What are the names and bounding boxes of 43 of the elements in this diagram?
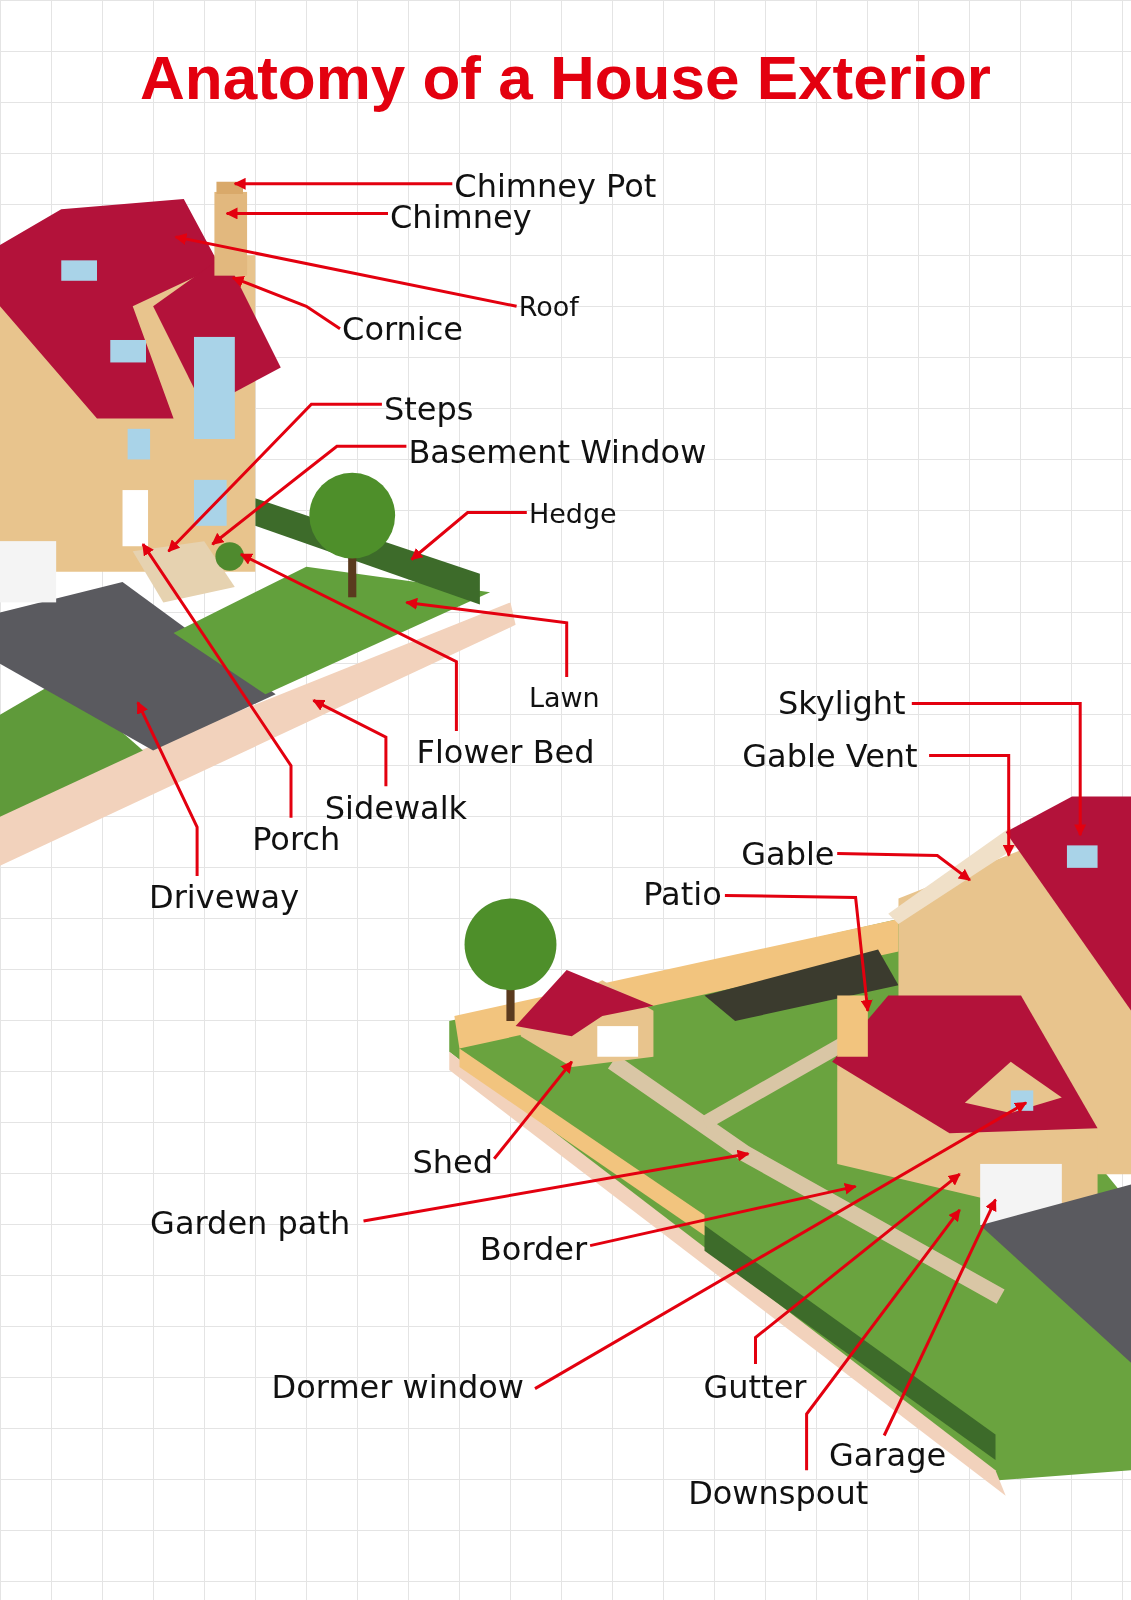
part-label: Patio xyxy=(643,874,722,915)
leader-line xyxy=(174,233,517,308)
part-label: Skylight xyxy=(778,683,906,724)
leader-line xyxy=(363,1149,750,1223)
title: Anatomy of a House Exterior xyxy=(139,42,992,113)
leader-line xyxy=(141,543,293,818)
leader-line xyxy=(225,207,388,220)
part-label: Porch xyxy=(252,819,341,860)
part-label: Roof xyxy=(518,287,579,328)
part-label: Basement Window xyxy=(408,432,707,473)
part-label: Gutter xyxy=(703,1366,807,1407)
part-label: Garden path xyxy=(150,1203,351,1244)
leader-line xyxy=(233,177,453,190)
part-label: Border xyxy=(479,1228,588,1269)
leader-line xyxy=(534,1101,1028,1390)
leader-line xyxy=(805,1208,961,1471)
leader-line xyxy=(312,699,388,787)
part-label: Gable Vent xyxy=(742,735,918,776)
part-label: Shed xyxy=(412,1141,494,1182)
part-label: Flower Bed xyxy=(416,732,595,773)
leader-line xyxy=(239,553,458,731)
part-label: Driveway xyxy=(149,877,300,918)
leader-line xyxy=(410,511,527,561)
part-label: Lawn xyxy=(528,678,600,719)
part-label: Garage xyxy=(829,1434,947,1475)
leader-line xyxy=(405,597,569,677)
leader-line xyxy=(724,893,873,1012)
leader-line xyxy=(911,702,1087,837)
leader-line xyxy=(589,1182,857,1248)
leader-line xyxy=(493,1060,573,1160)
leader-line xyxy=(929,754,1015,857)
leader-line xyxy=(167,402,382,553)
leader-line xyxy=(754,1172,961,1365)
part-label: Dormer window xyxy=(271,1366,524,1407)
leader-line xyxy=(211,444,407,546)
part-label: Steps xyxy=(383,389,474,430)
part-label: Gable xyxy=(741,833,835,874)
leader-line xyxy=(837,852,971,882)
leader-line xyxy=(231,276,341,331)
part-label: Cornice xyxy=(342,308,463,349)
part-label: Downspout xyxy=(688,1472,869,1513)
part-label: Hedge xyxy=(528,493,617,534)
leader-line xyxy=(136,701,199,876)
